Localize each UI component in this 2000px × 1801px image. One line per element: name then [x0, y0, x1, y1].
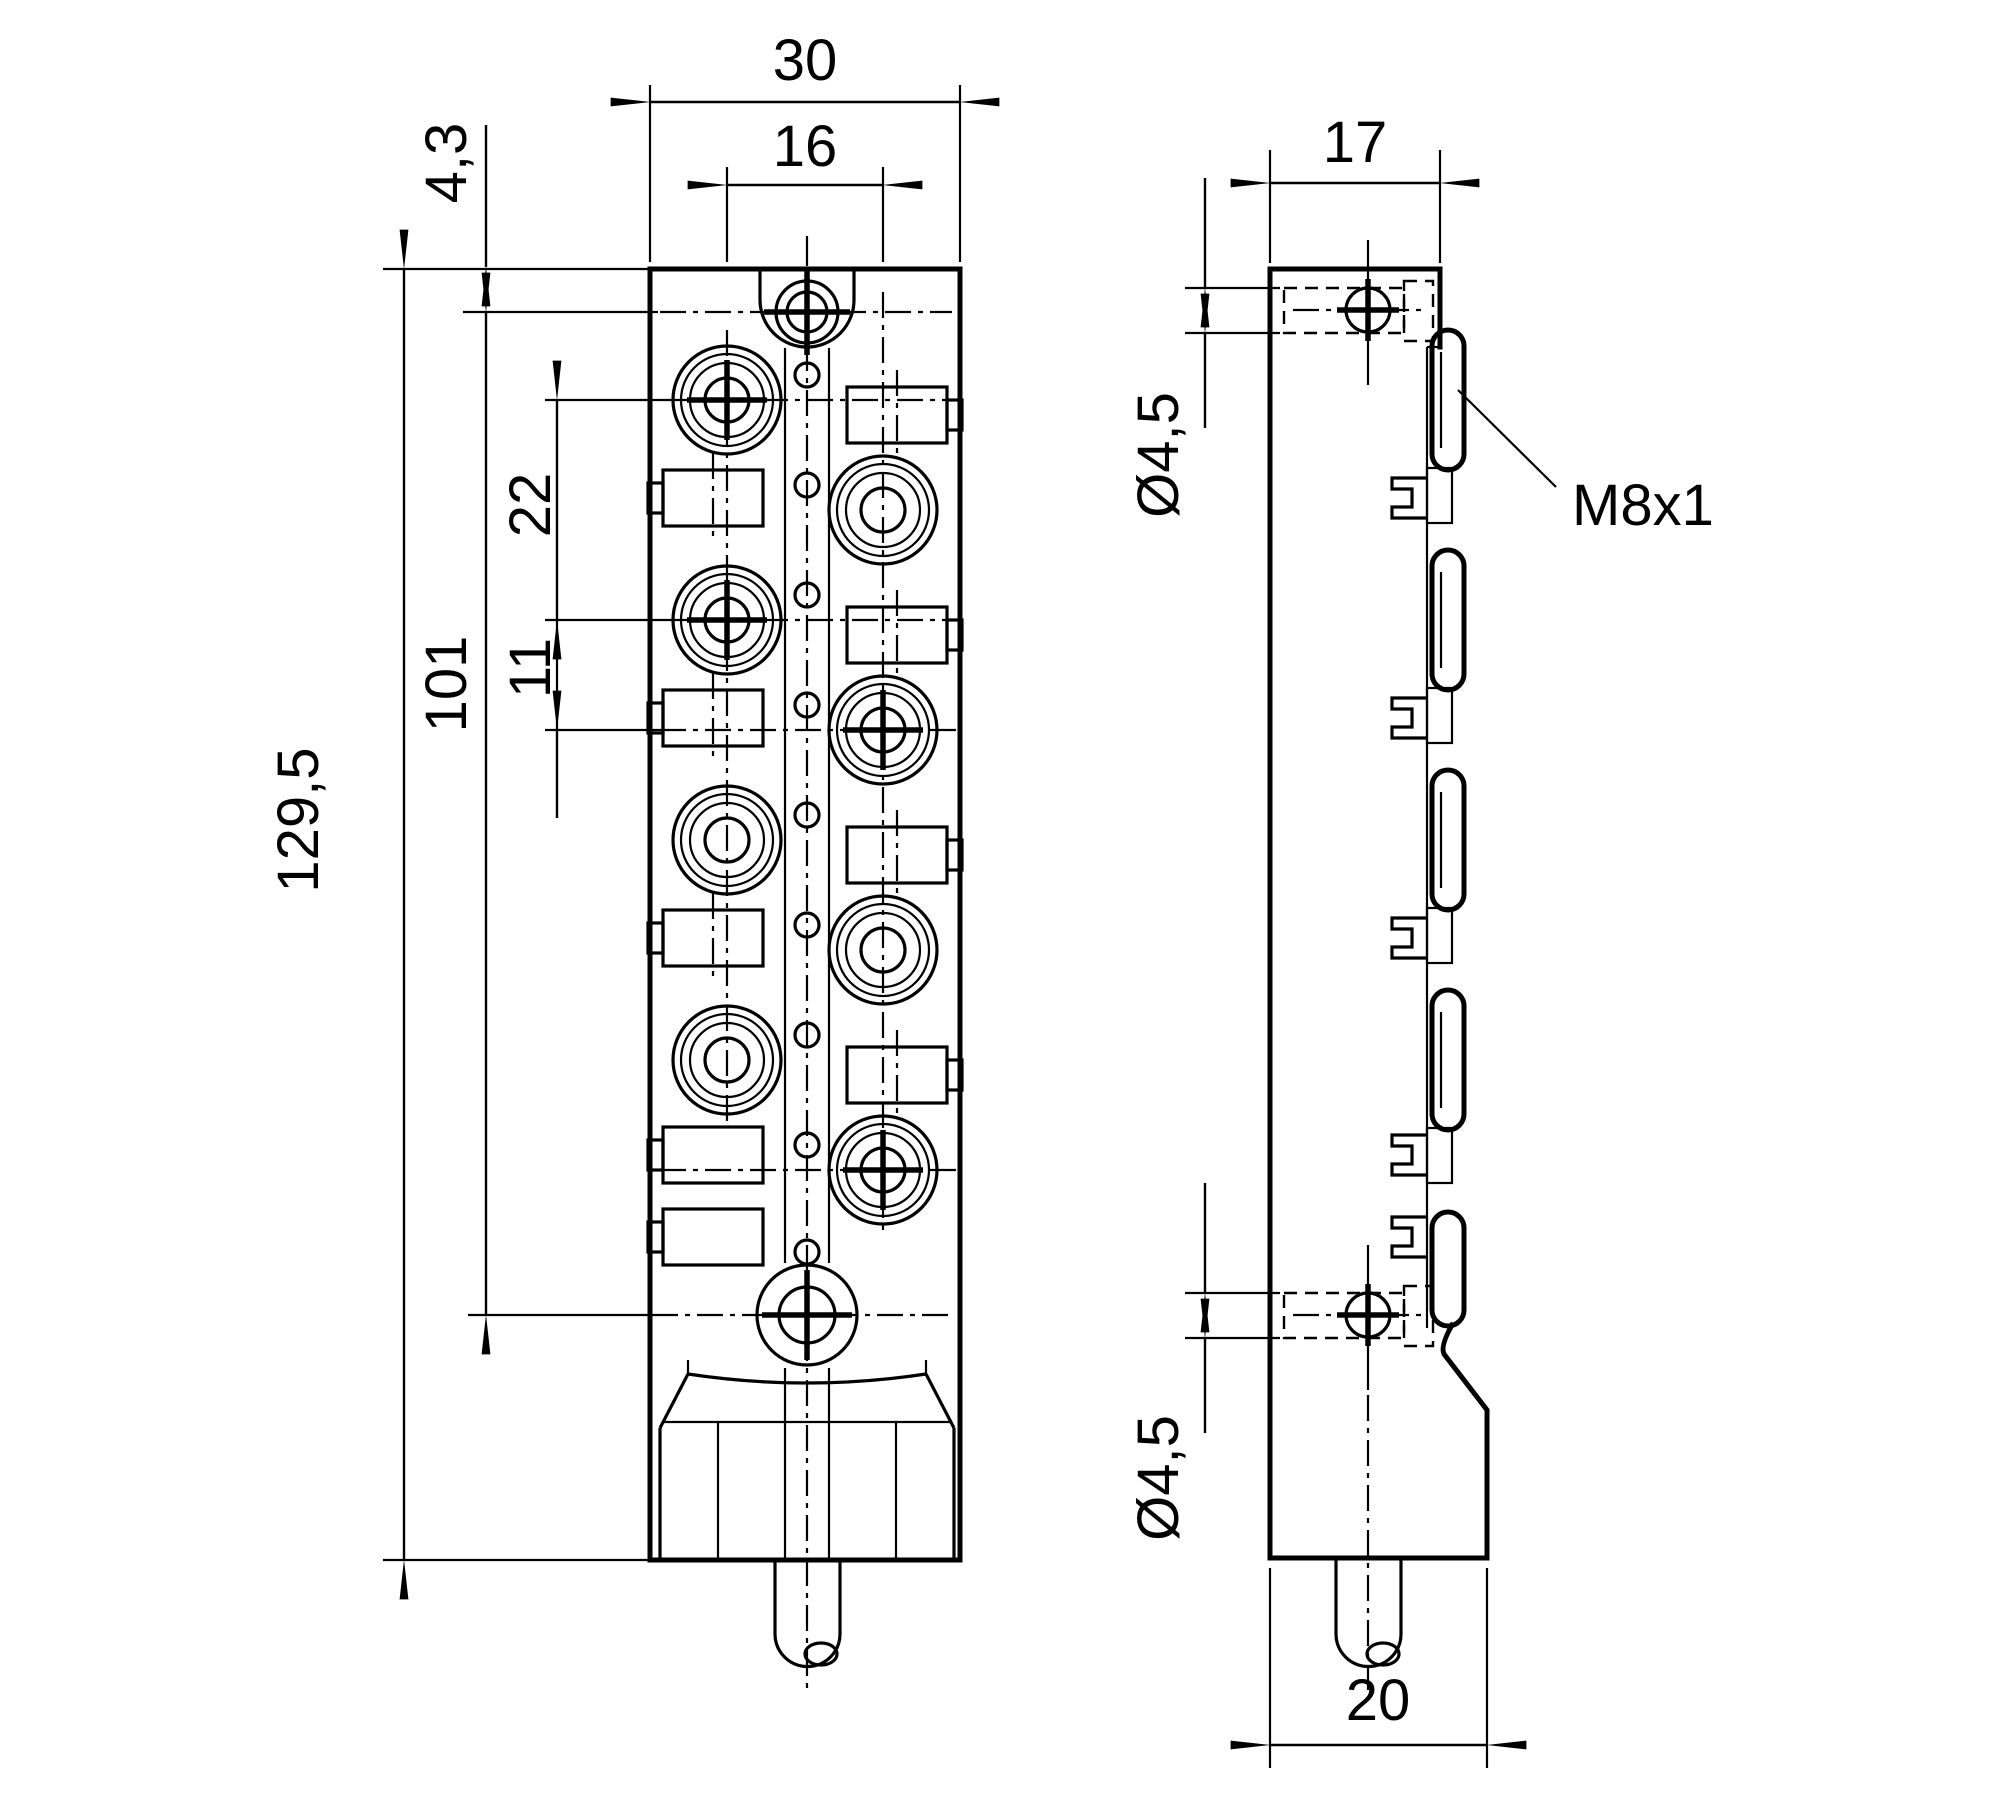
m8-socket	[671, 1004, 783, 1116]
dimensions: 30 16 4,3 101 129,5 22 11 17 Ø	[266, 28, 1714, 1768]
side-lower-slant	[1440, 1321, 1490, 1561]
dim-port-pitch: 22	[498, 473, 563, 538]
m8-sockets-right	[827, 454, 939, 1226]
dim-depth: 17	[1323, 110, 1388, 175]
m8-sockets-left	[671, 344, 783, 1116]
dim-bottom-hole-diameter: Ø4,5	[1126, 1415, 1191, 1541]
bottom-mounting-hole	[755, 1263, 859, 1367]
dim-mounting-hole-distance: 101	[414, 636, 479, 733]
dim-top-hole-offset: 4,3	[414, 123, 479, 204]
led-window	[646, 893, 765, 983]
led-window	[845, 370, 964, 460]
led-window	[646, 673, 765, 763]
m8-socket	[827, 894, 939, 1006]
led-windows-left	[646, 453, 765, 1267]
led-window	[646, 1207, 765, 1267]
top-mounting-hole	[758, 269, 856, 355]
led-window	[646, 453, 765, 543]
dim-top-hole-diameter: Ø4,5	[1126, 392, 1191, 518]
label-connector-thread: M8x1	[1572, 473, 1714, 538]
cable-front	[773, 1560, 842, 1669]
dim-port-row-offset: 11	[498, 638, 563, 698]
m8-socket	[827, 454, 939, 566]
m8-socket	[671, 564, 783, 676]
side-top-hole	[1282, 279, 1435, 343]
led-window	[845, 590, 964, 680]
m8-socket	[671, 344, 783, 456]
m8-socket	[827, 674, 939, 786]
m8-socket	[671, 784, 783, 896]
side-view	[1267, 240, 1490, 1690]
led-window	[845, 1030, 964, 1120]
pilot-holes	[793, 361, 821, 1266]
cable-gland-front	[658, 1360, 956, 1558]
dim-overall-width: 30	[773, 28, 838, 93]
cable-side	[1334, 1558, 1403, 1669]
side-profile	[1267, 266, 1443, 1561]
led-window	[845, 810, 964, 900]
m8-socket	[827, 1114, 939, 1226]
side-centerlines	[1293, 240, 1428, 1690]
led-brackets-side	[1390, 476, 1427, 1259]
led-window	[646, 1125, 765, 1185]
side-bottom-hole	[1282, 1284, 1435, 1348]
front-centerlines	[463, 236, 958, 1690]
dim-base-depth: 20	[1346, 1668, 1411, 1733]
dim-port-column-spacing: 16	[773, 114, 838, 179]
m8-connector-sleeves	[1429, 327, 1467, 1329]
dim-overall-height: 129,5	[266, 747, 331, 892]
led-windows-right	[845, 370, 964, 1120]
front-view	[463, 236, 964, 1690]
